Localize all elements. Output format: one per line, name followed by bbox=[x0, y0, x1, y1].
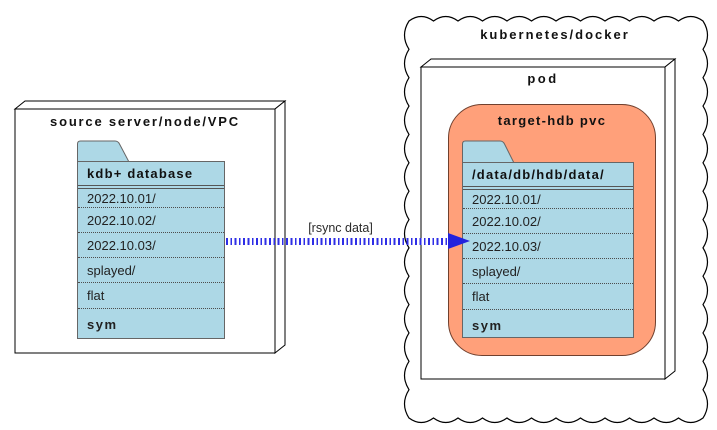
divider bbox=[78, 186, 224, 189]
source-server-title: source server/node/VPC bbox=[50, 114, 240, 129]
target-folder-row: 2022.10.01/ bbox=[463, 190, 633, 209]
pod-title: pod bbox=[527, 71, 559, 86]
source-folder-tab-icon bbox=[77, 140, 130, 163]
target-folder-header: /data/db/hdb/data/ bbox=[463, 163, 633, 187]
source-folder-row: 2022.10.03/ bbox=[78, 233, 224, 258]
divider bbox=[463, 187, 633, 190]
rsync-arrow-line bbox=[226, 238, 449, 245]
rsync-arrowhead-icon bbox=[448, 233, 470, 249]
kubernetes-cloud-title: kubernetes/docker bbox=[480, 27, 630, 42]
target-folder-tab-icon bbox=[462, 140, 515, 164]
target-folder-row: flat bbox=[463, 284, 633, 310]
target-folder-row: 2022.10.03/ bbox=[463, 234, 633, 259]
target-folder: /data/db/hdb/data/ 2022.10.01/ 2022.10.0… bbox=[462, 162, 634, 338]
target-folder-row: 2022.10.02/ bbox=[463, 209, 633, 234]
source-folder-row: 2022.10.01/ bbox=[78, 189, 224, 208]
source-folder-header: kdb+ database bbox=[78, 162, 224, 186]
target-folder-row: splayed/ bbox=[463, 259, 633, 284]
source-folder-row: sym bbox=[87, 317, 118, 332]
source-folder: kdb+ database 2022.10.01/ 2022.10.02/ 20… bbox=[77, 161, 225, 339]
target-hdb-pvc-title: target-hdb pvc bbox=[497, 113, 607, 128]
rsync-arrow-label: [rsync data] bbox=[308, 221, 373, 235]
source-folder-row: flat bbox=[78, 283, 224, 309]
target-folder-row: sym bbox=[472, 318, 503, 333]
source-folder-row: splayed/ bbox=[78, 258, 224, 283]
source-folder-row: 2022.10.02/ bbox=[78, 208, 224, 233]
